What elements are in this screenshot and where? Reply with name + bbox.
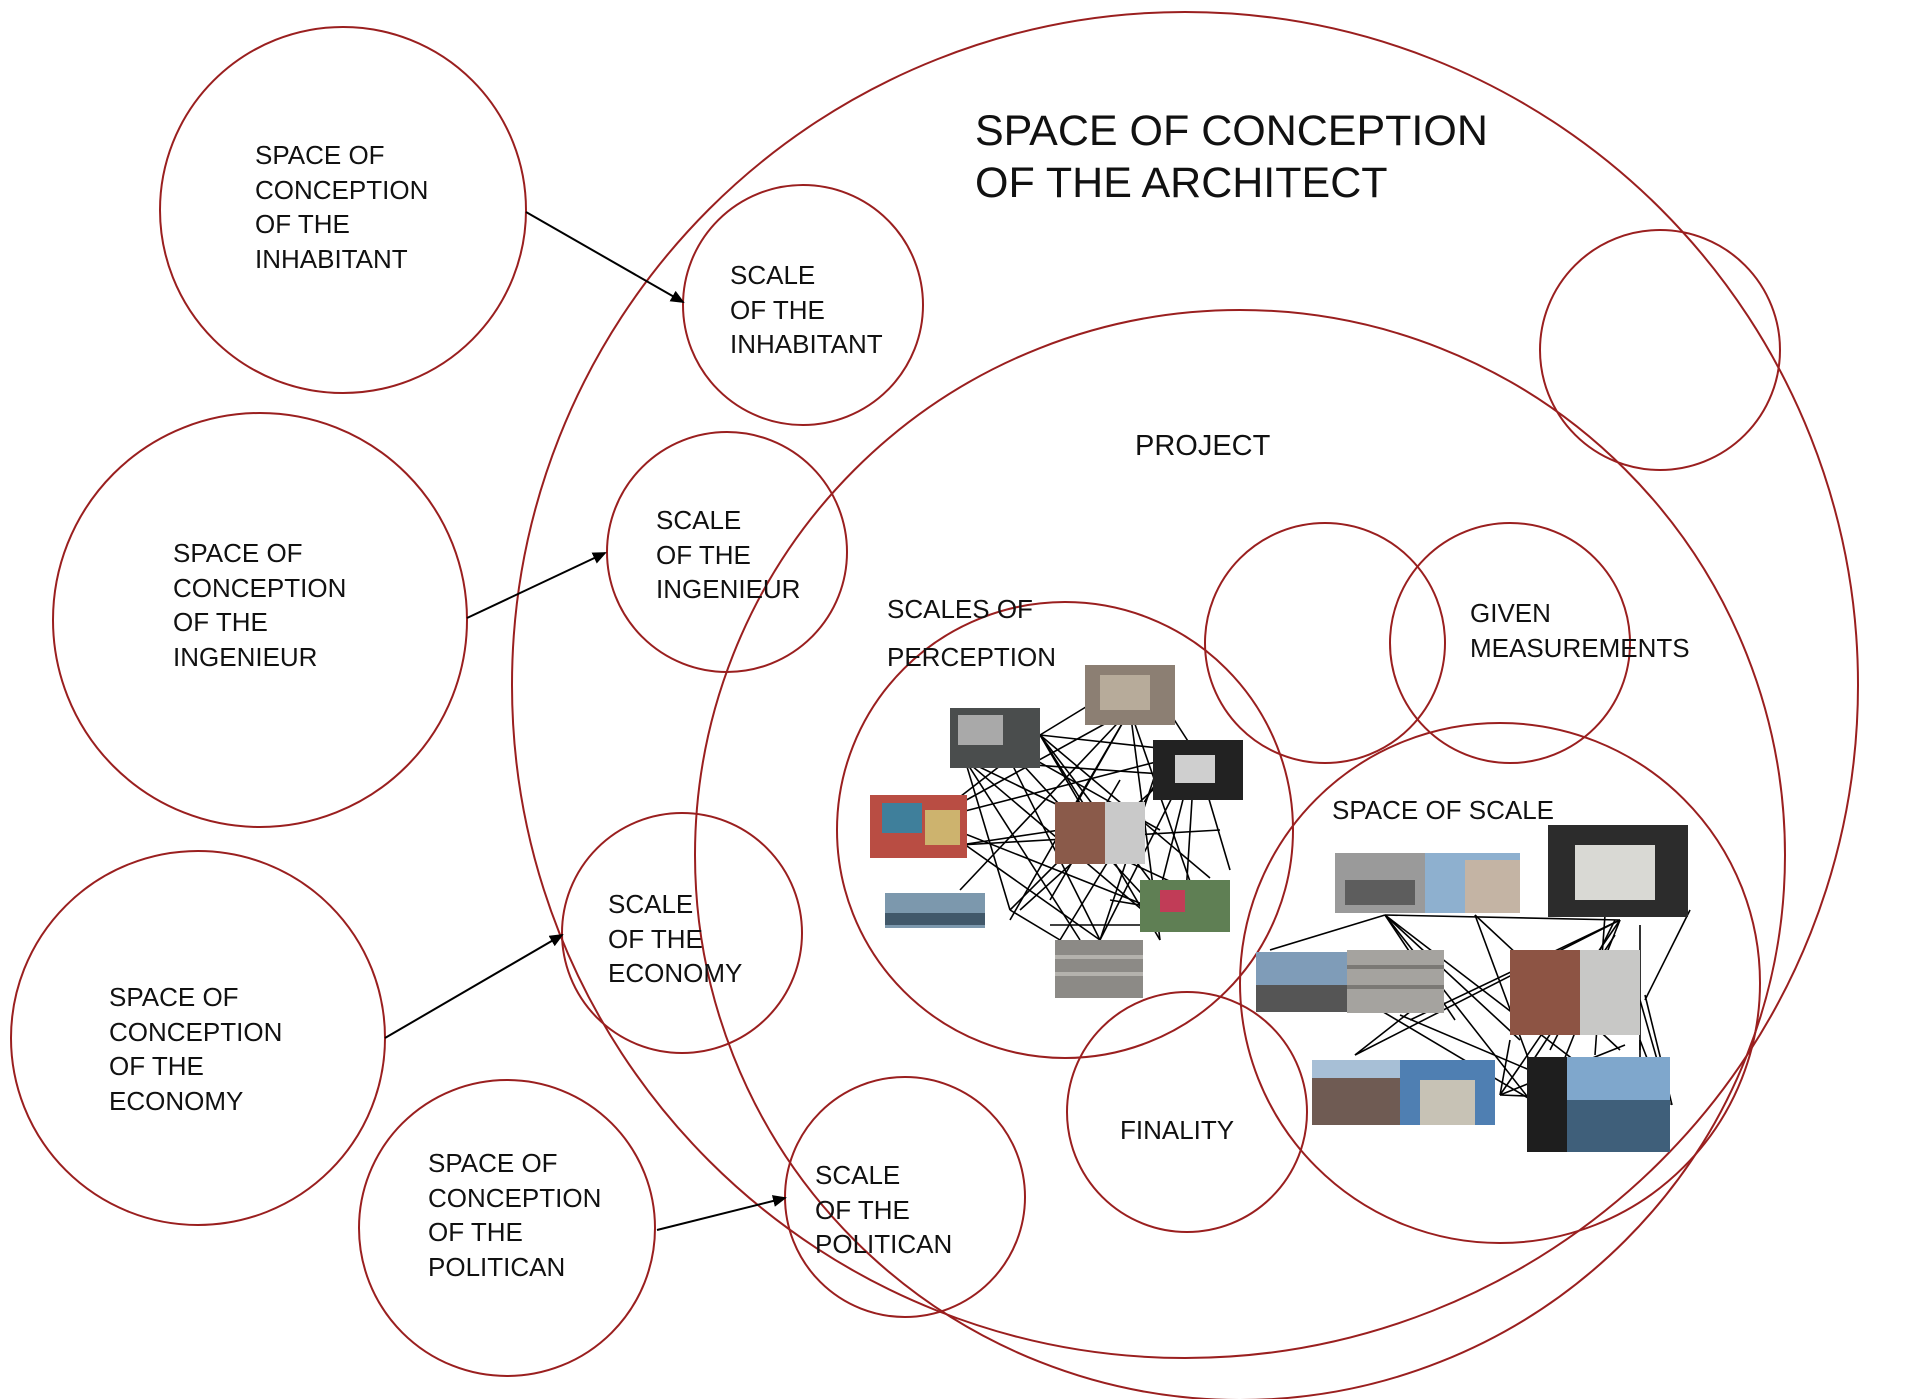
scale-inhabitant-line2: OF THE <box>730 294 825 325</box>
inhabitant-line2: CONCEPTION <box>255 174 429 205</box>
arrow-politican <box>656 1195 787 1231</box>
politican-line1: SPACE OF <box>428 1148 558 1178</box>
scale-ingenieur-line3: INGENIEUR <box>656 574 801 605</box>
ingenieur-line2: CONCEPTION <box>173 572 347 603</box>
scale-ingenieur-line2: OF THE <box>656 539 751 570</box>
perception-line2: PERCEPTION <box>887 642 1057 673</box>
photo-steps <box>1055 940 1143 998</box>
scale-politican-line1: SCALE <box>815 1160 901 1190</box>
photo-facade-lines <box>1347 950 1444 1013</box>
finality-circle <box>1066 991 1308 1233</box>
scale-economy-circle <box>561 812 803 1054</box>
scale-economy-label: SCALE OF THE ECONOMY <box>608 887 742 991</box>
ingenieur-circle <box>52 412 468 828</box>
scale-inhabitant-label: SCALE OF THE INHABITANT <box>730 258 883 362</box>
finality-label: FINALITY <box>1120 1115 1235 1145</box>
empty-circle-middle <box>1204 522 1446 764</box>
space-of-scale-label: SPACE OF SCALE <box>1332 795 1555 825</box>
perception-label: SCALES OF PERCEPTION <box>887 585 1056 681</box>
ingenieur-label: SPACE OF CONCEPTION OF THE INGENIEUR <box>173 536 346 674</box>
inhabitant-circle <box>159 26 527 394</box>
scale-politican-label: SCALE OF THE POLITICAN <box>815 1158 952 1262</box>
project-circle <box>694 309 1786 1399</box>
economy-line2: CONCEPTION <box>109 1016 283 1047</box>
scale-photos <box>1256 825 1688 1152</box>
economy-line4: ECONOMY <box>109 1085 244 1116</box>
given-line2: MEASUREMENTS <box>1470 632 1690 663</box>
scale-economy-line1: SCALE <box>608 889 694 919</box>
arrow-economy <box>384 933 564 1039</box>
project-label: PROJECT <box>1135 430 1271 462</box>
given-line1: GIVEN <box>1470 598 1551 628</box>
architect-title-line1: SPACE OF CONCEPTION <box>975 107 1488 155</box>
space-of-scale-circle <box>1239 722 1761 1244</box>
economy-line3: OF THE <box>109 1051 204 1082</box>
scale-ingenieur-label: SCALE OF THE INGENIEUR <box>656 503 800 607</box>
politican-line4: POLITICAN <box>428 1251 566 1282</box>
empty-circle-top-right <box>1539 229 1781 471</box>
politican-circle <box>358 1079 656 1377</box>
given-measurements-circle <box>1389 522 1631 764</box>
architect-title: SPACE OF CONCEPTION OF THE ARCHITECT <box>975 106 1488 209</box>
arrow-inhabitant <box>525 211 685 303</box>
inhabitant-line3: OF THE <box>255 209 350 240</box>
scale-ingenieur-circle <box>606 431 848 673</box>
inhabitant-label: SPACE OF CONCEPTION OF THE INHABITANT <box>255 138 428 276</box>
architect-title-line2: OF THE ARCHITECT <box>975 158 1388 207</box>
inhabitant-line1: SPACE OF <box>255 140 385 170</box>
scale-politican-line3: POLITICAN <box>815 1229 953 1260</box>
ingenieur-line4: INGENIEUR <box>173 641 318 672</box>
scale-politican-line2: OF THE <box>815 1194 910 1225</box>
scale-economy-line3: ECONOMY <box>608 958 743 989</box>
perception-circle <box>836 601 1294 1059</box>
politican-line3: OF THE <box>428 1217 523 1248</box>
ingenieur-line1: SPACE OF <box>173 538 303 568</box>
politican-line2: CONCEPTION <box>428 1182 602 1213</box>
arrow-ingenieur <box>466 552 607 619</box>
scale-ingenieur-line1: SCALE <box>656 505 742 535</box>
scale-economy-line2: OF THE <box>608 923 703 954</box>
architect-circle <box>511 11 1859 1359</box>
scale-inhabitant-line3: INHABITANT <box>730 329 883 360</box>
perception-photos <box>870 665 1243 998</box>
inhabitant-line4: INHABITANT <box>255 243 408 274</box>
politican-label: SPACE OF CONCEPTION OF THE POLITICAN <box>428 1146 601 1284</box>
perception-line1: SCALES OF <box>887 594 1033 624</box>
given-measurements-label: GIVEN MEASUREMENTS <box>1470 596 1690 665</box>
economy-label: SPACE OF CONCEPTION OF THE ECONOMY <box>109 980 282 1118</box>
ingenieur-line3: OF THE <box>173 607 268 638</box>
economy-line1: SPACE OF <box>109 982 239 1012</box>
scale-inhabitant-circle <box>682 184 924 426</box>
scale-inhabitant-line1: SCALE <box>730 260 816 290</box>
